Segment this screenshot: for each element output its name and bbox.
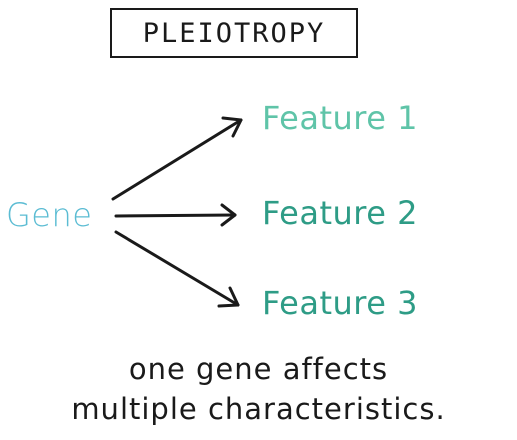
caption-line-2: multiple characteristics.: [71, 392, 446, 426]
title-box: PLEIOTROPY: [110, 8, 358, 58]
diagram-title: PLEIOTROPY: [142, 17, 326, 49]
arrow-to-feature-2: [114, 203, 237, 227]
feature-2-label: Feature 2: [262, 194, 418, 232]
feature-1-label: Feature 1: [262, 99, 418, 137]
arrow-to-feature-3: [114, 230, 240, 308]
arrow-to-feature-1: [111, 116, 243, 201]
gene-label: Gene: [6, 196, 93, 234]
feature-3-label: Feature 3: [262, 284, 418, 322]
caption-line-1: one gene affects: [128, 352, 389, 386]
